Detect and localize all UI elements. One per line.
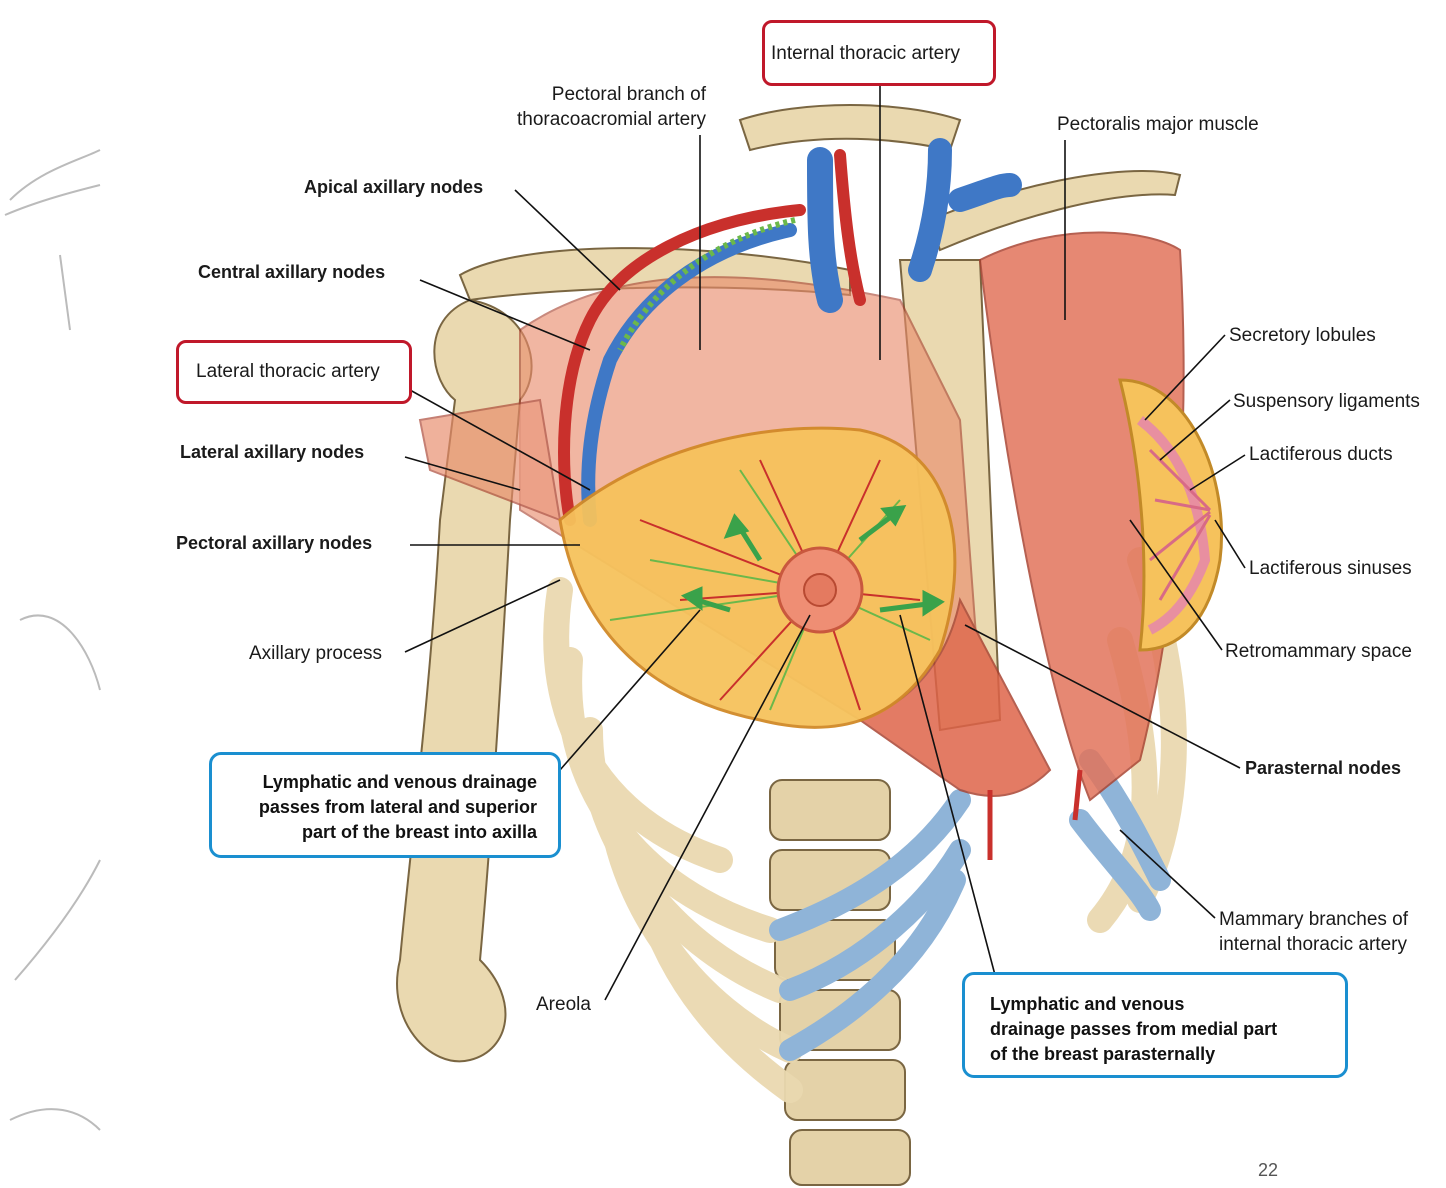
parasternal-drainage-callout [962,972,1348,1078]
lactiferous-ducts-shape [1148,448,1212,601]
label-retromammary-space: Retromammary space [1225,641,1412,662]
label-mammary-branches-2: internal thoracic artery [1219,934,1407,955]
axilla-drainage-callout [209,752,561,858]
label-lateral-thoracic-artery: Lateral thoracic artery [196,361,380,382]
lateral-thoracic-artery-highlight [176,340,412,404]
parasternal-callout-line-1: Lymphatic and venous [990,994,1185,1014]
leader-lines [404,85,1246,1001]
label-lateral-nodes: Lateral axillary nodes [180,442,365,462]
ribs [543,547,1187,1103]
label-mammary-branches-1: Mammary branches of [1219,909,1409,930]
axilla-callout-line-3: part of the breast into axilla [301,822,537,842]
background-sketch [4,149,101,1131]
nipple-shape [803,573,837,607]
breast [558,426,957,729]
axilla-callout-line-1: Lymphatic and venous drainage [262,772,537,792]
label-internal-thoracic-artery: Internal thoracic artery [771,43,961,64]
label-parasternal-nodes: Parasternal nodes [1245,758,1402,778]
label-lactiferous-ducts: Lactiferous ducts [1249,444,1393,465]
internal-thoracic-artery-highlight [762,20,996,86]
label-pectoral-branch-1: Pectoral branch of [551,84,706,105]
label-lactiferous-sinuses: Lactiferous sinuses [1249,558,1412,579]
label-secretory-lobules: Secretory lobules [1229,325,1376,346]
parasternal-callout-line-3: of the breast parasternally [990,1044,1216,1064]
lymph-flow-arrows [680,504,945,617]
label-pectoral-branch-2: thoracoacromial artery [516,109,706,130]
axilla-callout-line-2: passes from lateral and superior [258,797,537,817]
label-central-nodes: Central axillary nodes [198,262,386,282]
label-areola: Areola [536,994,591,1015]
vessels [558,138,1083,860]
breast-vessels [609,459,931,711]
label-suspensory-ligaments: Suspensory ligaments [1233,391,1420,412]
label-axillary-process: Axillary process [249,643,383,664]
label-apical-nodes: Apical axillary nodes [304,177,484,197]
page-number: 22 [1258,1160,1279,1180]
label-pectoralis-major: Pectoralis major muscle [1057,114,1259,135]
label-pectoral-nodes: Pectoral axillary nodes [176,533,373,553]
parasternal-callout-line-2: drainage passes from medial part [990,1019,1278,1039]
